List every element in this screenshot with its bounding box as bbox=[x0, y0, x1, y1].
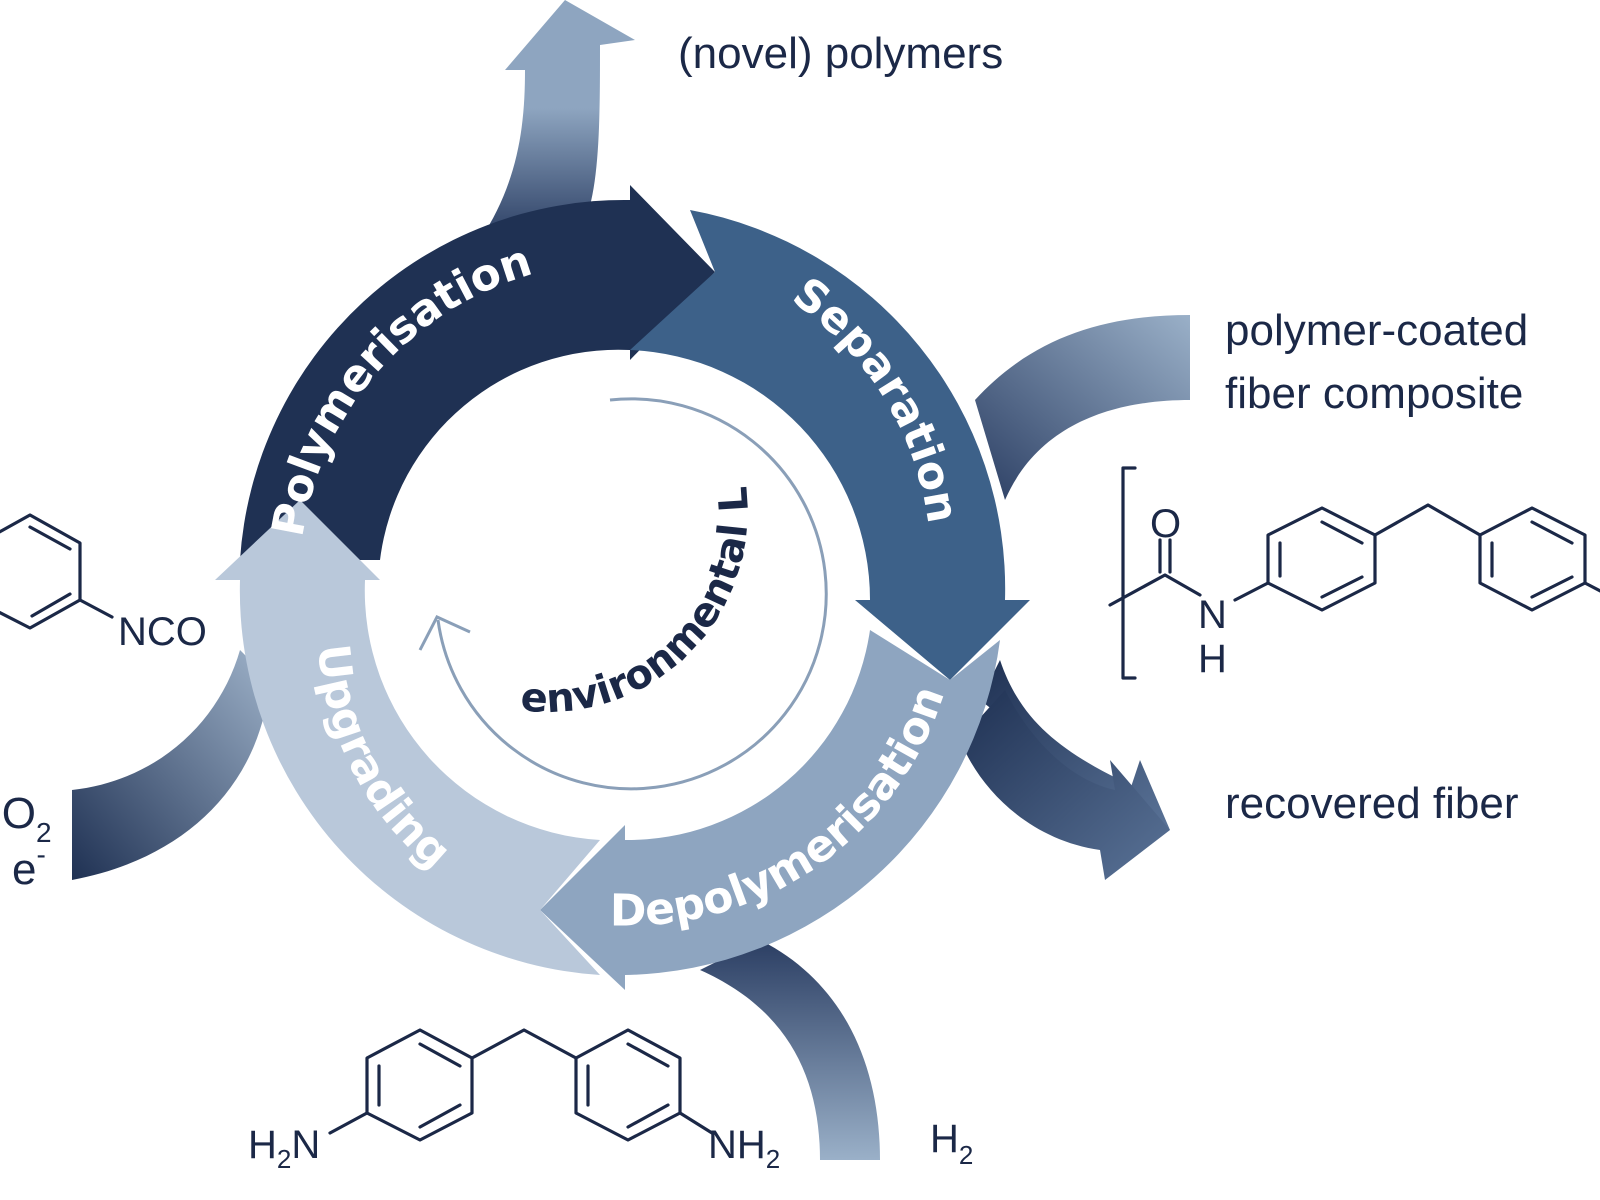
structure-polymer-repeat-unit: O N H bbox=[1108, 466, 1600, 681]
text-nco: NCO bbox=[118, 610, 207, 654]
segment-separation bbox=[630, 210, 1030, 680]
structure-methylenedianiline: H2N NH2 bbox=[248, 1028, 780, 1174]
structure-aryl-isocyanate: NCO bbox=[0, 513, 207, 654]
label-electron: e- bbox=[12, 839, 46, 894]
text-amide-n: N bbox=[1198, 593, 1227, 637]
output-arrow-novel-polymers bbox=[480, 0, 635, 240]
label-composite-line1: polymer-coated bbox=[1225, 306, 1528, 355]
segment-depolymerisation bbox=[540, 630, 1000, 990]
label-co2: CO2 bbox=[0, 789, 52, 848]
text-carbonyl-o: O bbox=[1150, 502, 1181, 546]
input-arrow-co2 bbox=[72, 650, 270, 880]
text-amine-left: H2N bbox=[248, 1123, 320, 1174]
label-composite-line2: fiber composite bbox=[1225, 369, 1523, 418]
input-arrow-composite bbox=[975, 315, 1190, 500]
label-novel-polymers: (novel) polymers bbox=[678, 29, 1003, 78]
text-amide-h: H bbox=[1198, 637, 1227, 681]
lca-cycle-arrow bbox=[436, 397, 828, 791]
segment-polymerisation bbox=[240, 185, 715, 560]
text-amine-right: NH2 bbox=[708, 1123, 780, 1174]
label-h2: H2 bbox=[930, 1117, 973, 1170]
output-arrow-recovered-fiber-body bbox=[960, 690, 1170, 880]
lca-arrowhead-icon bbox=[418, 615, 471, 651]
segment-upgrading bbox=[215, 500, 600, 975]
input-arrow-h2 bbox=[700, 940, 880, 1160]
cycle-ring bbox=[215, 185, 1030, 990]
label-recovered-fiber: recovered fiber bbox=[1225, 779, 1518, 828]
